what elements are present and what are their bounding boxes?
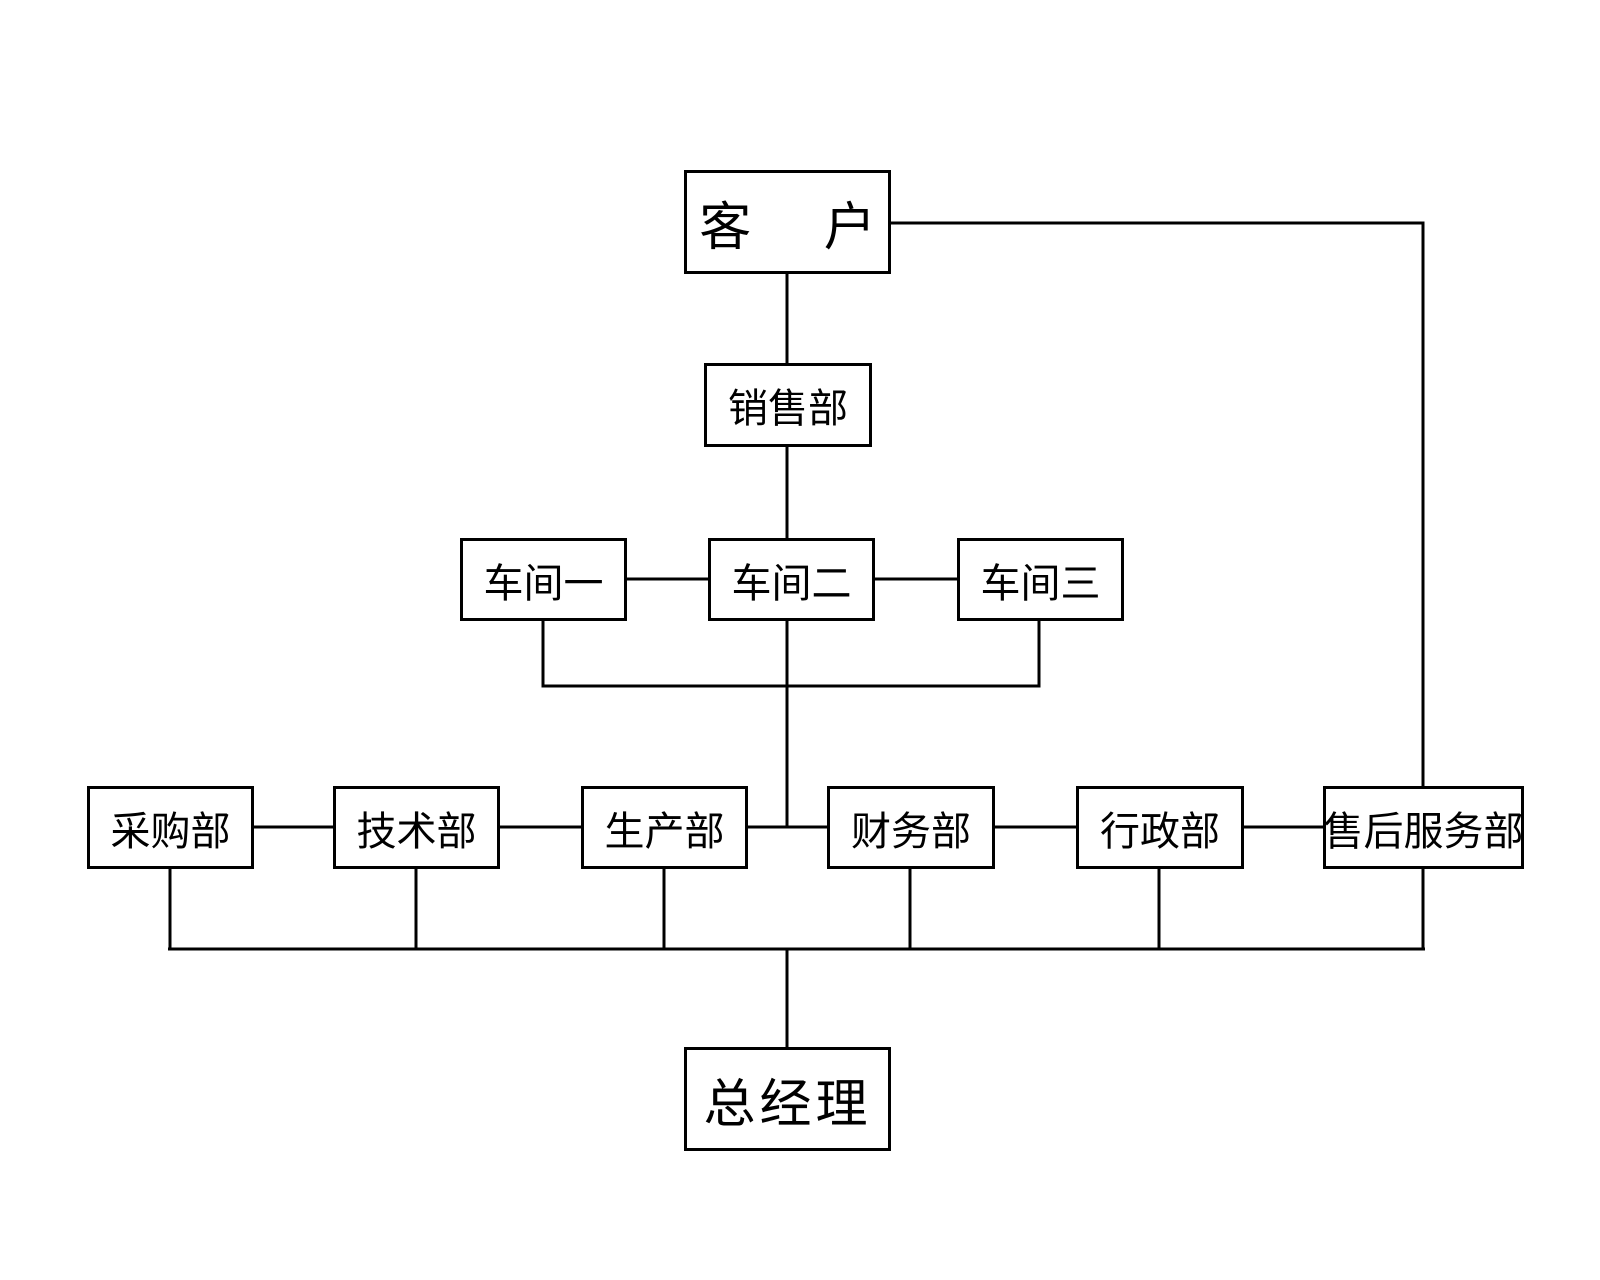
node-workshop3-label: 车间三: [980, 560, 1101, 607]
node-customer-label: 客 户: [699, 197, 904, 258]
node-administration: 行政部: [1076, 786, 1244, 869]
node-production-label: 生产部: [604, 808, 725, 855]
node-customer: 客 户: [684, 170, 891, 274]
node-technology: 技术部: [333, 786, 500, 869]
node-administration-label: 行政部: [1100, 808, 1220, 855]
node-workshop1-label: 车间一: [483, 560, 604, 607]
node-after-sales: 售后服务部: [1323, 786, 1524, 869]
node-after-sales-label: 售后服务部: [1323, 808, 1524, 855]
node-workshop3: 车间三: [957, 538, 1124, 621]
line-workshop-bus: [541, 620, 1041, 688]
node-purchasing-label: 采购部: [110, 808, 231, 855]
line-customer-after-sales: [890, 221, 1425, 786]
node-production: 生产部: [581, 786, 748, 869]
node-general-manager: 总经理: [684, 1047, 891, 1151]
node-sales-label: 销售部: [728, 386, 848, 432]
node-general-manager-label: 总经理: [703, 1074, 872, 1135]
node-workshop2: 车间二: [708, 538, 875, 621]
node-technology-label: 技术部: [356, 808, 477, 855]
node-finance-label: 财务部: [851, 808, 971, 855]
node-workshop2-label: 车间二: [731, 560, 852, 607]
node-finance: 财务部: [827, 786, 995, 869]
node-sales: 销售部: [704, 363, 872, 447]
node-purchasing: 采购部: [87, 786, 254, 869]
node-workshop1: 车间一: [460, 538, 627, 621]
